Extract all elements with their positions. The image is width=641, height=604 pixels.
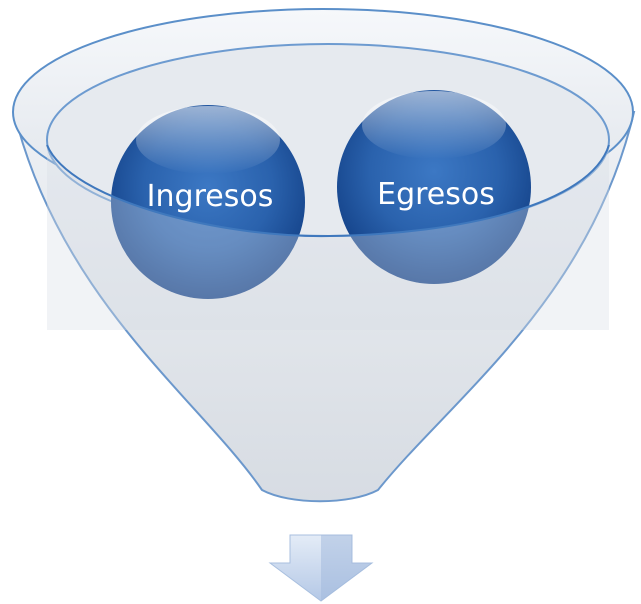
funnel-front-rim-line — [46, 144, 610, 238]
funnel-front-shade — [47, 145, 609, 330]
egresos-sphere: Egresos — [337, 90, 531, 284]
ingresos-label: Ingresos — [147, 179, 274, 214]
ingresos-sphere: Ingresos — [111, 105, 305, 299]
down-arrow-shade — [321, 535, 372, 601]
egresos-label: Egresos — [377, 177, 495, 212]
